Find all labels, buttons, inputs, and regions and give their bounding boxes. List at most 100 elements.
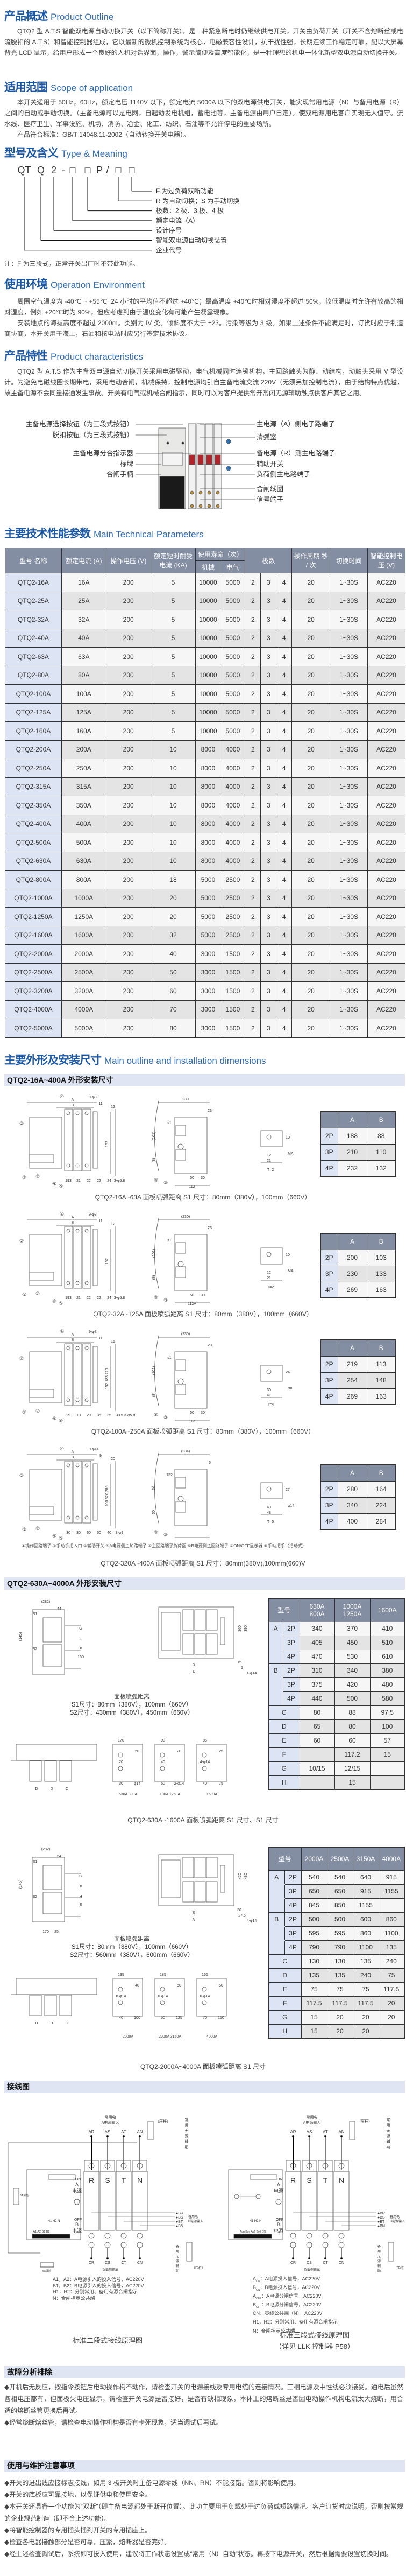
legend-text: ON xyxy=(256,2288,260,2292)
table-cell: 200 xyxy=(105,851,151,871)
table-cell: 20 xyxy=(291,907,331,926)
table-cell: 3 xyxy=(260,814,277,833)
table-cell: 595 xyxy=(301,1926,327,1941)
callout-number: ⑦ xyxy=(35,1291,40,1296)
table-cell: 75 xyxy=(352,1982,379,1997)
dimension-label: F xyxy=(80,1638,82,1641)
table-cell: 630A 800A xyxy=(299,1598,335,1622)
hole xyxy=(177,1261,184,1267)
outline-rect xyxy=(182,1609,194,1631)
table-cell: 10/15 xyxy=(299,1761,335,1776)
hole xyxy=(137,2163,143,2169)
hole xyxy=(177,1378,184,1385)
dimension-label: 48 xyxy=(267,1511,271,1515)
table-cell: AC220 xyxy=(367,703,406,722)
table-cell: QTQ2-2000A xyxy=(5,944,62,964)
table-cell: 10000 xyxy=(195,665,221,685)
dimension-label: 152 183 220 xyxy=(105,1368,109,1389)
table-cell: 100 xyxy=(369,1719,405,1734)
heading-cn: 型号及含义 xyxy=(4,147,59,159)
dimension-label: (234) xyxy=(181,1450,190,1454)
callout-number: ④ xyxy=(60,1211,64,1217)
outline-rect xyxy=(206,1857,218,1878)
heading-en: Main Technical Parameters xyxy=(94,529,204,539)
pole-body xyxy=(99,2171,116,2231)
table-cell: 1100 xyxy=(352,1940,379,1955)
outline-rect xyxy=(42,1892,62,1914)
table-cell: 1~30S xyxy=(330,703,368,722)
table-cell: 10000 xyxy=(195,610,221,629)
table-cell: 200 xyxy=(105,888,151,908)
callout-label-right: 主电源（A）侧电子路端子 xyxy=(257,420,335,428)
table-cell: 63A xyxy=(61,647,106,666)
dimension-label: 44 xyxy=(57,1607,61,1611)
heading-cn: 使用环境 xyxy=(4,278,48,291)
wiring-legend-item: N：合闸指示公共端 xyxy=(53,2295,95,2301)
maint-item: ◆开关的底板应可靠接地，以保证供电和使用安全。 xyxy=(4,2491,152,2498)
outline-rect xyxy=(196,1978,227,2017)
table-cell: 4 xyxy=(276,851,293,871)
callout-number: ④ xyxy=(60,1446,64,1451)
callout-number: ④ xyxy=(60,1094,64,1099)
dimension-label: 15 xyxy=(111,1340,115,1344)
dimension-label: 21 xyxy=(267,1159,271,1163)
table-cell: 20 xyxy=(291,759,331,778)
header-poles: 极数 xyxy=(245,548,293,573)
callout-label-left: 主备电源分合指示器 xyxy=(73,449,133,457)
header-mechanical: 机械 xyxy=(195,560,221,573)
table-cell: 3 xyxy=(260,907,277,926)
table-cell: 4P xyxy=(282,1691,300,1706)
callout-number: ⑤ xyxy=(59,1183,63,1189)
table-cell: 4 xyxy=(276,647,293,666)
table-cell: 3 xyxy=(260,1019,277,1038)
type-meaning: R 为自动切换；S 为手动切换 xyxy=(156,197,239,205)
table-cell: AC220 xyxy=(367,814,406,833)
maint-item: ◆开关的进出线应接标志接线，如用 3 极开关时主备电源零线（NN、RN）不能接错… xyxy=(4,2479,300,2487)
table-cell: 1~30S xyxy=(330,796,368,815)
table-cell: 600 xyxy=(352,1912,379,1927)
dimension-label: 24 xyxy=(107,1296,111,1300)
dimension-label: CN xyxy=(137,2261,143,2265)
dimension-label: (230) xyxy=(181,1332,190,1336)
dimension-label: (145) xyxy=(19,1880,23,1889)
dimension-label: S1 xyxy=(33,1612,38,1616)
pole xyxy=(196,423,205,509)
dimension-label: 25 xyxy=(54,1930,59,1934)
table-cell: 3 xyxy=(260,944,277,964)
pole-outline xyxy=(64,1226,73,1289)
table-cell: 400A xyxy=(61,814,106,833)
b-terminal: ●BR xyxy=(176,2212,183,2215)
table-cell: 650 xyxy=(301,1884,327,1899)
dimension-label: 23 xyxy=(208,1344,212,1347)
callout-number: ⑦ xyxy=(35,1174,40,1179)
table-cell: 5000 xyxy=(220,573,246,592)
dimension-label: (282) xyxy=(41,1600,50,1604)
hole xyxy=(75,1398,80,1402)
dimension-label: 21 xyxy=(76,1179,81,1183)
table-cell: 340 xyxy=(337,1497,367,1514)
dimension-label: 200 320 280 xyxy=(105,1485,109,1506)
hole xyxy=(66,1111,70,1115)
legend-text: ：A电源分闸信号，AC220V xyxy=(261,2293,322,2299)
dimension-label: 6A保险 xyxy=(42,2269,51,2273)
table-cell: AC220 xyxy=(367,684,406,704)
table-cell: 3 xyxy=(260,777,277,796)
hole xyxy=(88,2233,95,2239)
hole xyxy=(75,1463,80,1468)
table-cell: 4000 xyxy=(220,851,246,871)
n-mark-label: N xyxy=(227,440,230,444)
heading-en: Main outline and installation dimensions xyxy=(104,1056,266,1066)
arc-guide xyxy=(154,1452,159,1524)
table-cell: C xyxy=(268,1705,300,1720)
terminal xyxy=(207,504,211,508)
arc-distance-note: S2尺寸：430mm（380V），450mm（660V） xyxy=(70,1709,194,1716)
arc-distance-note: 面板喷弧距离 xyxy=(114,1693,149,1700)
dimension-label: CT xyxy=(121,2261,126,2265)
outline-rect xyxy=(220,1617,225,1645)
b-terminal: ●BN xyxy=(377,2224,385,2228)
maint-item: ◆将智能控制器的专用插头插到开关的专用插座上。 xyxy=(4,2526,152,2534)
